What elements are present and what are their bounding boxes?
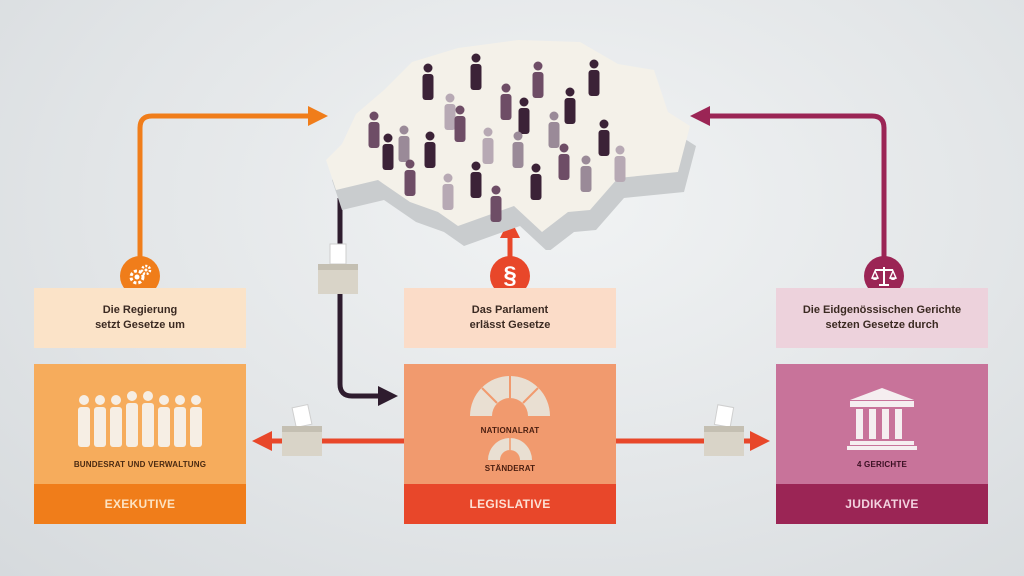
- person-figure: [422, 63, 434, 100]
- council-member-figure: [190, 395, 202, 447]
- ballot-box-icon: [282, 404, 322, 456]
- legislative-panel: NATIONALRAT STÄNDERAT: [404, 364, 616, 484]
- people-group: [368, 53, 626, 222]
- judicial-caption: Die Eidgenössischen Gerichte setzen Gese…: [776, 288, 988, 348]
- person-figure: [588, 59, 600, 96]
- person-figure: [500, 83, 512, 120]
- executive-panel: BUNDESRAT UND VERWALTUNG: [34, 364, 246, 484]
- people-to-parliament-arrow: [337, 198, 398, 406]
- judicial-footer-label: JUDIKATIVE: [845, 497, 919, 511]
- executive-footer-label: EXEKUTIVE: [104, 497, 176, 511]
- person-figure: [398, 125, 410, 162]
- executive-body-label: BUNDESRAT UND VERWALTUNG: [73, 460, 207, 469]
- legislative-footer: LEGISLATIVE: [404, 484, 616, 524]
- ballot-box-icon: [318, 243, 358, 294]
- person-figure: [442, 173, 454, 210]
- person-figure: [404, 159, 416, 196]
- council-member-figure: [158, 395, 170, 447]
- legislative-caption-line2: erlässt Gesetze: [469, 319, 551, 331]
- legislative-caption-line1: Das Parlament: [471, 304, 549, 316]
- person-figure: [558, 143, 570, 180]
- person-figure: [530, 163, 542, 200]
- person-figure: [518, 97, 530, 134]
- person-figure: [424, 131, 436, 168]
- council-member-figure: [126, 391, 138, 447]
- person-figure: [470, 161, 482, 198]
- executive-caption-line2: setzt Gesetze um: [95, 319, 185, 331]
- person-figure: [470, 53, 482, 90]
- paragraph-glyph: §: [503, 262, 517, 289]
- judicial-panel: 4 GERICHTE: [776, 364, 988, 484]
- person-figure: [444, 93, 456, 130]
- nationalrat-label: NATIONALRAT: [480, 426, 540, 435]
- person-figure: [454, 105, 466, 142]
- judicial-caption-line2: setzen Gesetze durch: [825, 319, 939, 331]
- executive-caption: Die Regierung setzt Gesetze um: [34, 288, 246, 348]
- nationalrat-chamber-icon: [470, 376, 550, 416]
- federal-council-figures: [78, 391, 202, 447]
- council-member-figure: [94, 395, 106, 447]
- staenderat-chamber-icon: [488, 438, 532, 460]
- executive-to-people-arrow: [137, 106, 328, 268]
- person-figure: [490, 185, 502, 222]
- person-figure: [482, 127, 494, 164]
- legislative-footer-label: LEGISLATIVE: [469, 497, 551, 511]
- courthouse-icon: [847, 388, 917, 450]
- switzerland-map: [326, 40, 696, 250]
- map-shape: [326, 40, 690, 232]
- executive-footer: EXEKUTIVE: [34, 484, 246, 524]
- staenderat-label: STÄNDERAT: [484, 464, 536, 473]
- legislative-caption: Das Parlament erlässt Gesetze: [404, 288, 616, 348]
- ballot-box-icon: [704, 404, 744, 456]
- council-member-figure: [174, 395, 186, 447]
- judicial-footer: JUDIKATIVE: [776, 484, 988, 524]
- council-member-figure: [78, 395, 90, 447]
- executive-caption-line1: Die Regierung: [102, 304, 178, 316]
- person-figure: [532, 61, 544, 98]
- judicial-caption-line1: Die Eidgenössischen Gerichte: [802, 304, 962, 316]
- judicial-body-label: 4 GERICHTE: [856, 460, 907, 469]
- council-member-figure: [142, 391, 154, 447]
- person-figure: [548, 111, 560, 148]
- council-member-figure: [110, 395, 122, 447]
- person-figure: [614, 145, 626, 182]
- person-figure: [580, 155, 592, 192]
- person-figure: [598, 119, 610, 156]
- person-figure: [564, 87, 576, 124]
- judicial-to-people-arrow: [690, 106, 887, 268]
- person-figure: [512, 131, 524, 168]
- person-figure: [382, 133, 394, 170]
- person-figure: [368, 111, 380, 148]
